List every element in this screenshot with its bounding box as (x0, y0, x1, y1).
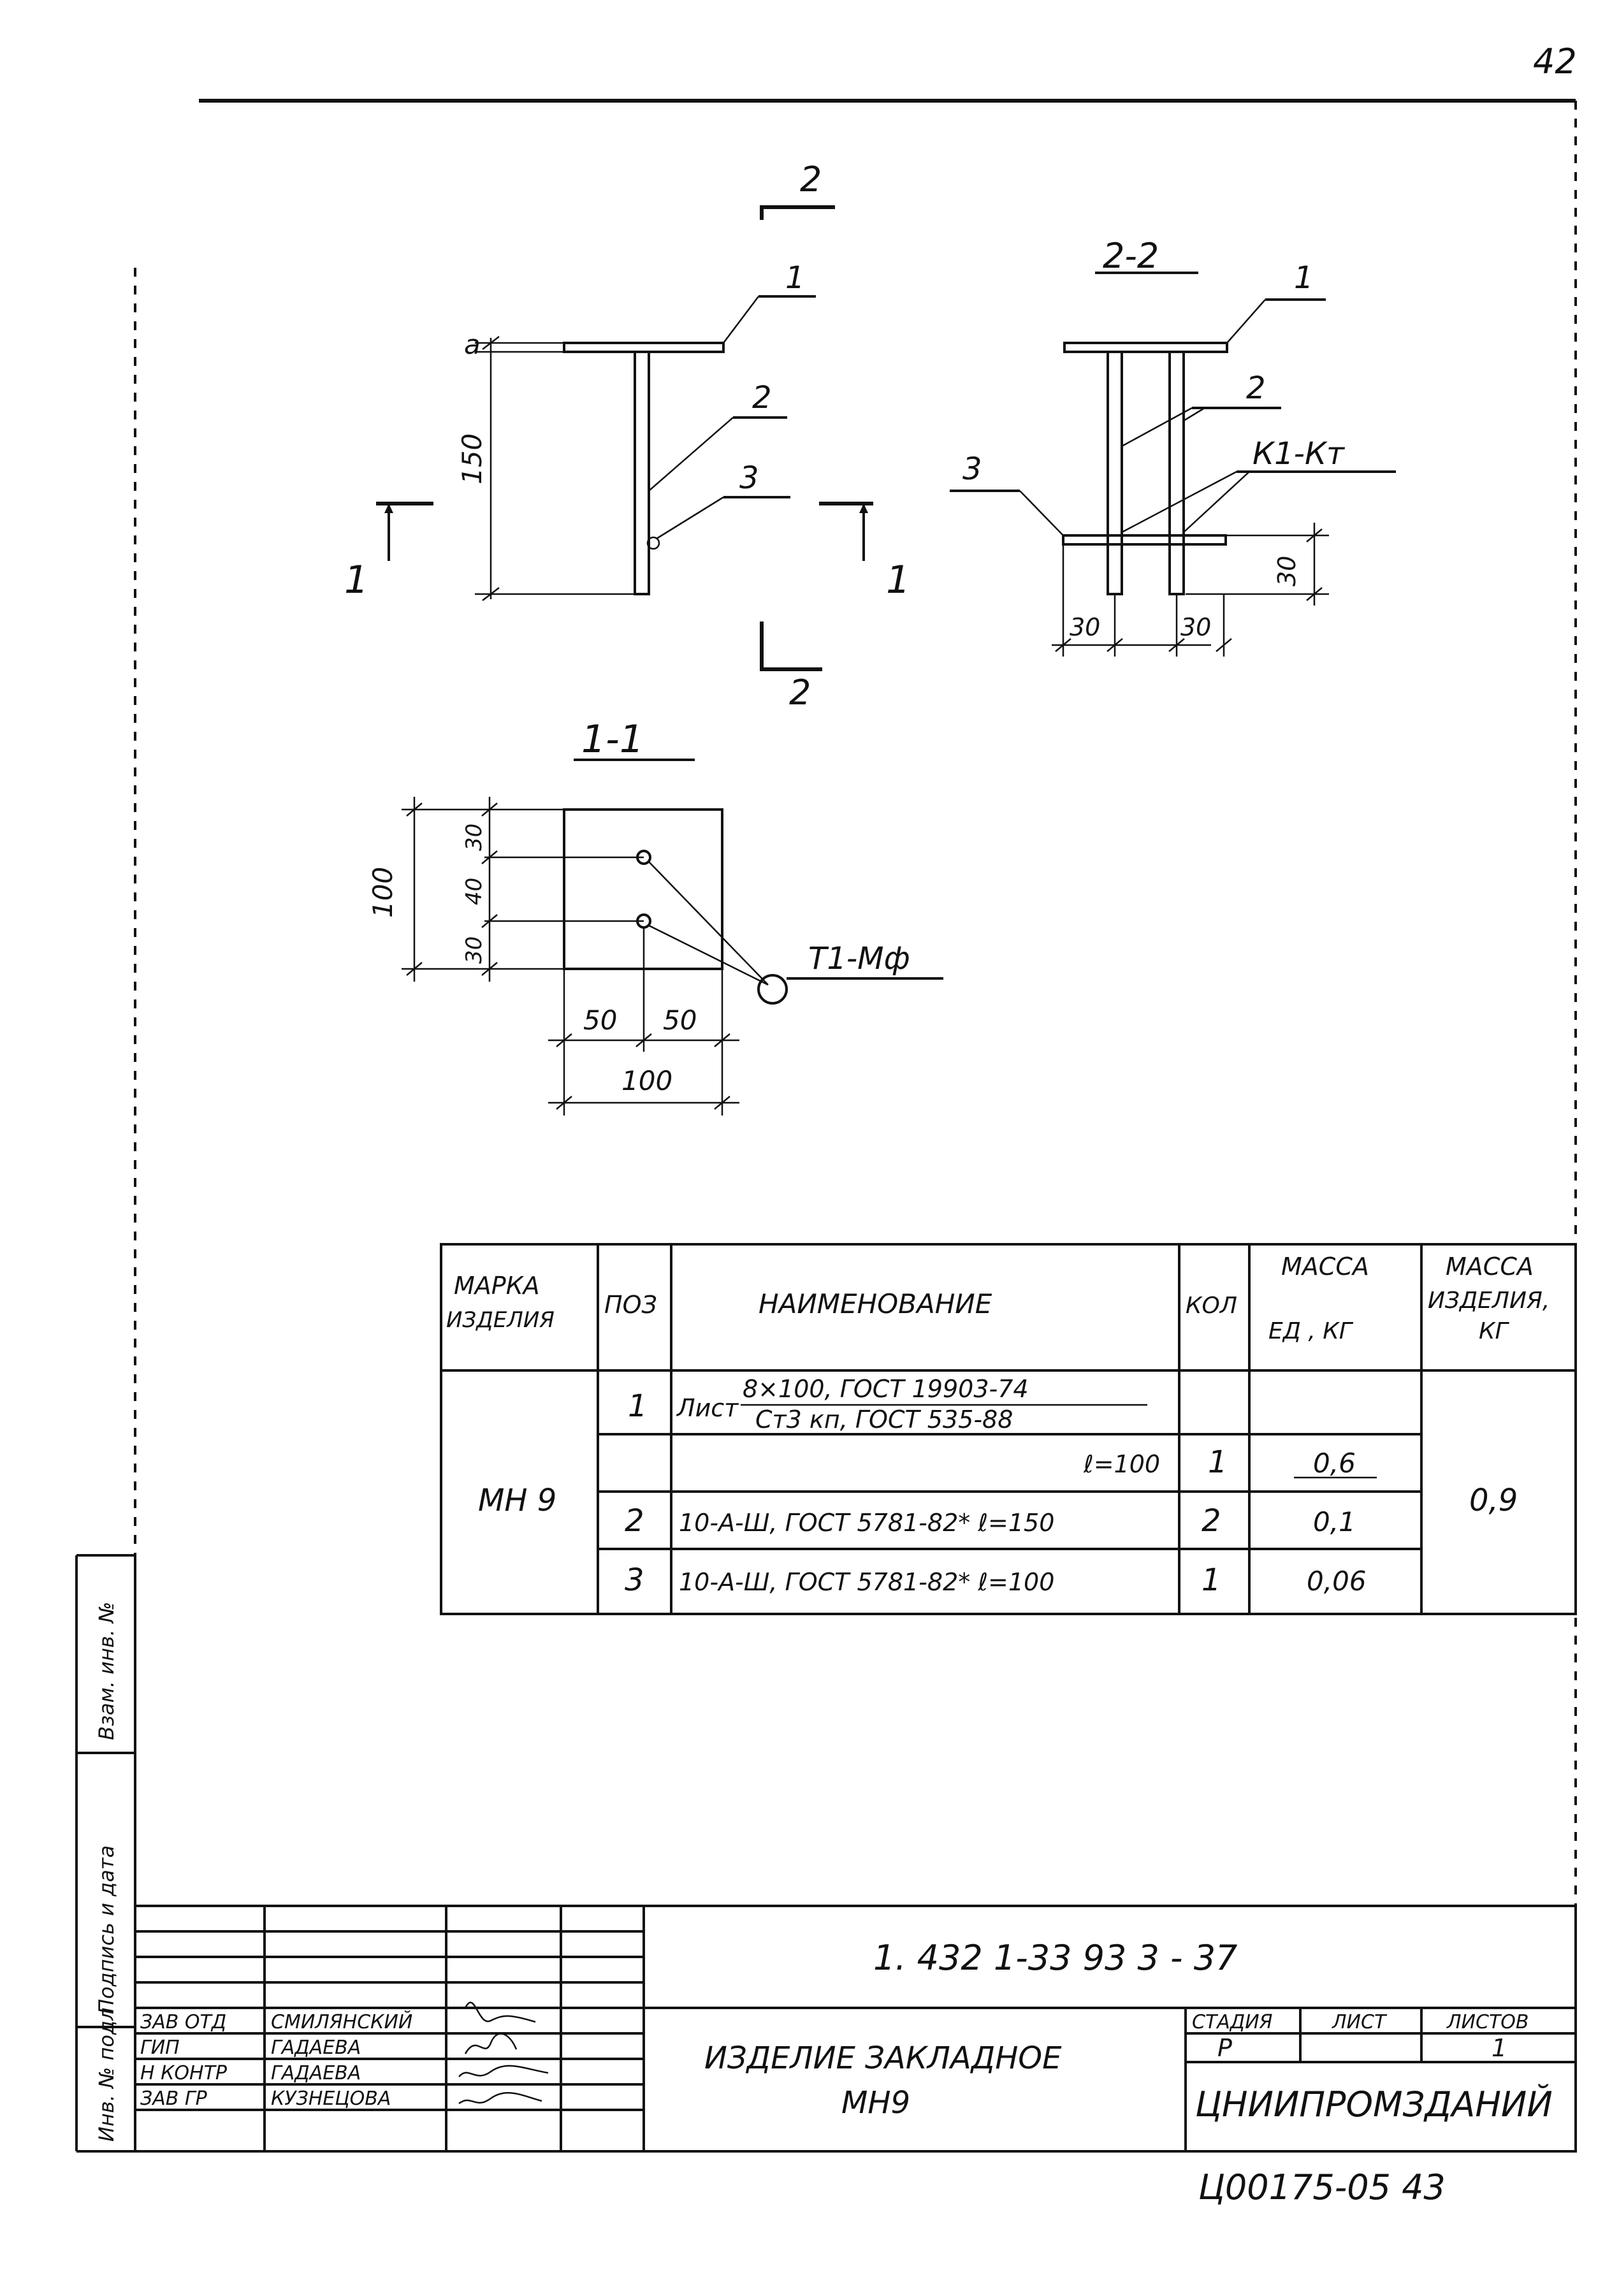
dim-150: 150 (456, 433, 488, 484)
th-unit-mass-bottom: ЕД , КГ (1268, 1318, 1354, 1344)
cut-label-bottom: 2 (789, 672, 811, 713)
cut-label-top: 2 (800, 159, 822, 200)
sheet-frame (134, 99, 1577, 2009)
row2-mass: 0,6 (1313, 1448, 1356, 1479)
row1-name-bottom: Ст3 кп, ГОСТ 535-88 (755, 1406, 1013, 1434)
title-line-1: ИЗДЕЛИЕ ЗАКЛАДНОЕ (704, 2040, 1062, 2076)
stamp-replace-inv: Взам. инв. № (94, 1602, 119, 1740)
stamp-inv-no: Инв. № подл (94, 2007, 119, 2142)
s11-dim-100-v: 100 (367, 867, 398, 918)
section-2-2: 2-2 1 2 К1-Кт 3 30 (950, 236, 1396, 657)
row3-pos: 2 (625, 1503, 644, 1539)
signer-3-name: ГАДАЕВА (271, 2062, 361, 2084)
section-2-2-title: 2-2 (1103, 236, 1159, 276)
cell-item-mass: 0,9 (1469, 1483, 1518, 1518)
th-item-mass-top: МАССА (1446, 1253, 1534, 1281)
section-1-1-title: 1-1 (581, 717, 644, 762)
stage-value: Р (1217, 2034, 1232, 2062)
front-view: 2 2 1 1 a 150 1 2 3 (344, 159, 910, 713)
s22-dim-30-left: 30 (1070, 613, 1100, 641)
cut-right-label: 1 (886, 558, 910, 602)
signer-3-role: Н КОНТР (140, 2062, 228, 2084)
stamp-sign-date: Подпись и дата (94, 1845, 119, 2014)
th-name: НАИМЕНОВАНИЕ (759, 1288, 992, 1319)
th-mark-2: ИЗДЕЛИЯ (446, 1307, 555, 1333)
s22-pos-1: 1 (1294, 260, 1314, 296)
bottom-number: Ц00175-05 43 (1198, 2167, 1446, 2207)
s11-dim-30-top: 30 (461, 824, 487, 851)
signature-3 (458, 2065, 549, 2077)
s22-pos-2: 2 (1246, 370, 1266, 406)
signer-2-role: ГИП (140, 2037, 180, 2059)
signer-4-name: КУЗНЕЦОВА (271, 2088, 391, 2110)
row3-name: 10-А-Ш, ГОСТ 5781-82* ℓ=150 (679, 1509, 1054, 1537)
signer-1-name: СМИЛЯНСКИЙ (271, 2010, 412, 2033)
dim-a: a (464, 329, 481, 360)
title-block: 1. 432 1-33 93 3 - 37 ИЗДЕЛИЕ ЗАКЛАДНОЕ … (134, 1905, 1577, 2153)
signature-4 (458, 2092, 542, 2105)
sheets-header: ЛИСТОВ (1446, 2011, 1528, 2033)
cell-mark: МН 9 (478, 1483, 556, 1518)
row3-qty: 2 (1202, 1503, 1221, 1539)
s11-dim-50-right: 50 (663, 1005, 697, 1036)
s11-dim-40: 40 (461, 878, 487, 905)
th-qty: КОЛ (1186, 1293, 1237, 1319)
s22-dim-30-right: 30 (1273, 556, 1301, 586)
row1-pos: 1 (628, 1388, 648, 1424)
row4-mass: 0,06 (1307, 1566, 1367, 1597)
row1-prefix: Лист (676, 1394, 739, 1422)
s22-dim-30-mid: 30 (1180, 613, 1211, 641)
row4-qty: 1 (1202, 1562, 1221, 1598)
row3-mass: 0,1 (1313, 1506, 1356, 1537)
spec-table: МАРКА ИЗДЕЛИЯ ПОЗ НАИМЕНОВАНИЕ КОЛ МАССА… (440, 1243, 1577, 1615)
side-stamp: Взам. инв. № Подпись и дата Инв. № подл (75, 1554, 136, 2153)
signature-1 (464, 2002, 536, 2023)
signer-2-name: ГАДАЕВА (271, 2037, 361, 2059)
front-pos-2: 2 (752, 380, 772, 416)
signature-2 (464, 2033, 518, 2054)
row2-qty: 1 (1208, 1444, 1228, 1480)
s11-dim-30-bot: 30 (461, 936, 487, 964)
th-item-mass-bottom: КГ (1479, 1318, 1510, 1344)
page-number: 42 (1533, 41, 1577, 82)
th-item-mass-mid: ИЗДЕЛИЯ, (1428, 1288, 1550, 1314)
sheet-header: ЛИСТ (1332, 2011, 1388, 2033)
section-1-1: 1-1 Т1-Мф 100 30 40 30 50 (367, 717, 943, 1115)
weld-k1-kt: К1-Кт (1252, 436, 1346, 472)
title-line-2: МН9 (841, 2085, 910, 2121)
front-pos-1: 1 (785, 260, 805, 296)
s11-dim-100-h: 100 (621, 1065, 672, 1096)
front-pos-3: 3 (739, 460, 759, 496)
stage-header: СТАДИЯ (1192, 2011, 1273, 2033)
organization: ЦНИИПРОМЗДАНИЙ (1195, 2084, 1553, 2125)
th-pos: ПОЗ (604, 1291, 657, 1319)
signer-4-role: ЗАВ ГР (140, 2088, 208, 2110)
row4-pos: 3 (625, 1562, 644, 1598)
th-mark-1: МАРКА (454, 1272, 540, 1300)
s11-dim-50-left: 50 (583, 1005, 617, 1036)
row4-name: 10-А-Ш, ГОСТ 5781-82* ℓ=100 (679, 1568, 1054, 1596)
weld-t1-mf: Т1-Мф (808, 941, 910, 977)
row1-name-top: 8×100, ГОСТ 19903-74 (743, 1375, 1029, 1403)
s22-pos-3: 3 (962, 451, 982, 487)
th-unit-mass-top: МАССА (1281, 1253, 1369, 1281)
cut-left-label: 1 (344, 558, 368, 602)
row2-name: ℓ=100 (1083, 1450, 1160, 1478)
sheets-value: 1 (1492, 2034, 1507, 2062)
signer-1-role: ЗАВ ОТД (140, 2011, 226, 2033)
doc-code: 1. 432 1-33 93 3 - 37 (873, 1938, 1237, 1978)
